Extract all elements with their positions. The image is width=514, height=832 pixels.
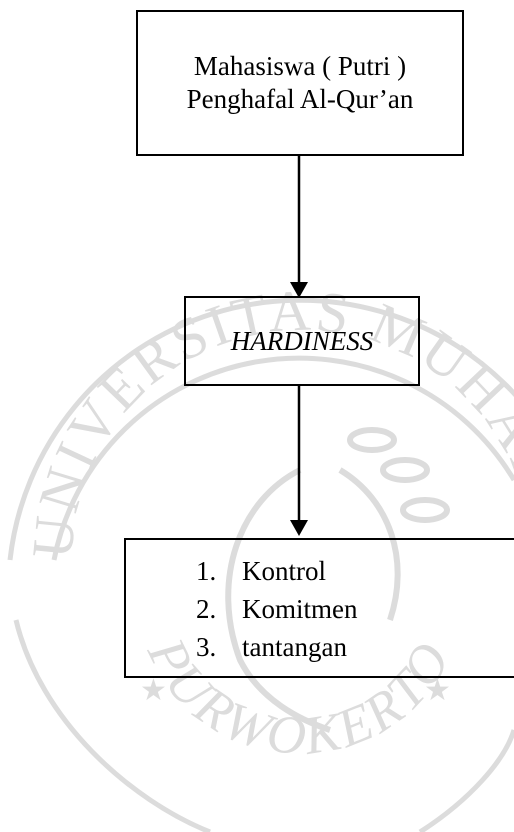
arrowhead-aspects xyxy=(290,520,308,536)
box-mahasiswa-line1: Mahasiswa ( Putri ) xyxy=(193,51,407,81)
box-mahasiswa-line2: Penghafal Al-Qur’an xyxy=(186,84,414,114)
arrowhead-hardiness xyxy=(290,282,308,298)
list-item-number: 2. xyxy=(196,594,217,624)
box-mahasiswa: Mahasiswa ( Putri ) Penghafal Al-Qur’an xyxy=(136,10,464,156)
list-item-number: 1. xyxy=(196,556,217,586)
